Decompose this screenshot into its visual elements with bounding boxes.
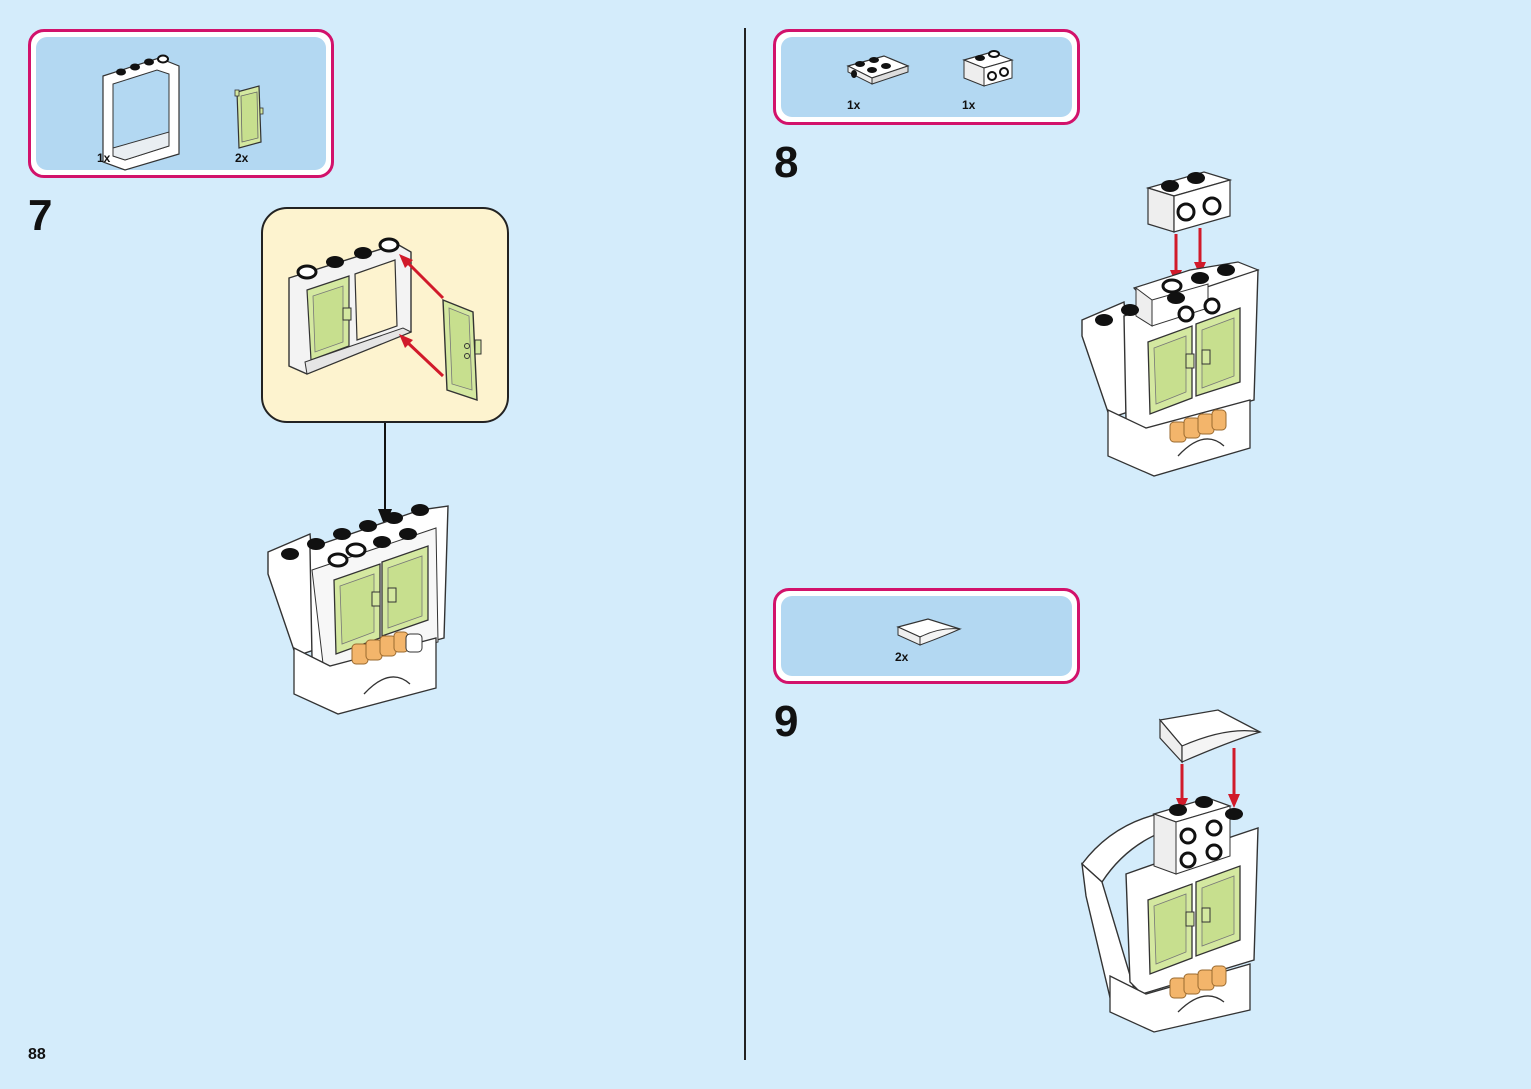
step-9-parts-callout: 2x xyxy=(773,588,1080,684)
step-7-part-1-qty: 1x xyxy=(97,151,111,165)
subassembly-window-illustration xyxy=(288,237,482,401)
step-9-model-illustration xyxy=(1081,709,1262,1033)
step-7-model-illustration xyxy=(267,504,449,715)
curved-slope-icon xyxy=(896,618,962,646)
step-9-number: 9 xyxy=(774,697,799,746)
step-8-part-1-qty: 1x xyxy=(847,98,861,112)
step-7-part-2-qty: 2x xyxy=(235,151,249,165)
brick-with-side-studs-icon xyxy=(962,50,1014,87)
step-8-part-2-qty: 1x xyxy=(962,98,976,112)
step-8-model-illustration xyxy=(1081,171,1260,477)
door-panel-icon xyxy=(234,85,264,149)
step-8-number: 8 xyxy=(774,138,799,187)
step-8-parts-callout: 1x 1x xyxy=(773,29,1080,125)
step-7-parts-callout: 1x 2x xyxy=(28,29,334,178)
step-7-number: 7 xyxy=(28,191,53,240)
window-frame-icon xyxy=(102,54,180,171)
plate-with-studs-icon xyxy=(846,55,910,85)
page-divider xyxy=(744,28,746,1060)
step-9-part-1-qty: 2x xyxy=(895,650,909,664)
callout-inner xyxy=(36,37,326,170)
callout-inner xyxy=(781,37,1072,117)
page-number: 88 xyxy=(28,1046,46,1063)
